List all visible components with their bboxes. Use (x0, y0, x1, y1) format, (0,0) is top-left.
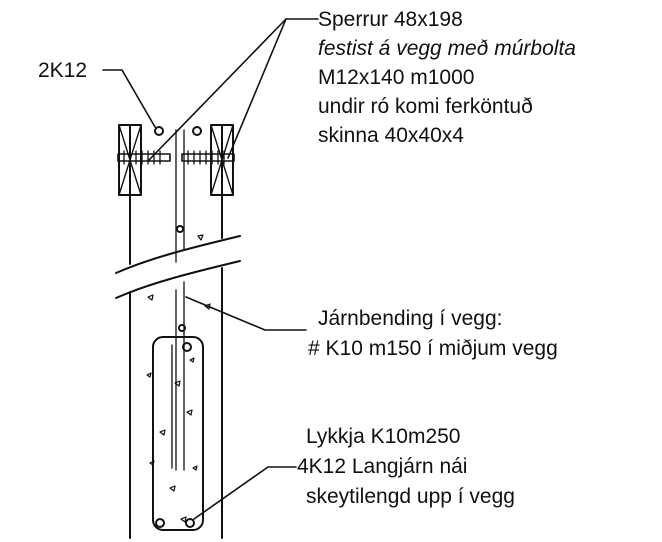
break-line-upper (115, 235, 241, 274)
label-rafter-line5: skinna 40x40x4 (318, 124, 464, 147)
concrete-aggregate (146, 234, 211, 523)
leader-2k12 (102, 69, 156, 128)
loop-bar-bottom-left (155, 518, 165, 528)
label-rafter-line3: M12x140 m1000 (318, 66, 475, 89)
leader-rafter (148, 18, 319, 161)
rebar-mid-2 (178, 324, 186, 332)
label-loop-line1: Lykkja K10m250 (306, 425, 461, 448)
loop-bar-top-right (182, 342, 192, 352)
rafter-right (210, 124, 234, 196)
wall-outline-lower (129, 267, 223, 539)
label-2k12: 2K12 (38, 59, 88, 82)
label-wall-rebar-line2: # K10 m150 í miðjum vegg (308, 337, 558, 360)
label-loop-line2: 4K12 Langjárn nái (297, 455, 468, 478)
loop-bar-bottom-right (185, 518, 195, 528)
leader-loop (193, 466, 297, 520)
label-rafter-line4: undir ró komi ferköntuð (318, 95, 533, 118)
leader-wall-rebar (185, 296, 307, 331)
wall-rebar-vertical (175, 129, 185, 471)
label-rafter-line1: Sperrur 48x198 (318, 8, 463, 31)
bolt-left (117, 150, 171, 165)
label-wall-rebar-line1: Járnbending í vegg: (318, 307, 503, 330)
rebar-top-left (154, 126, 164, 136)
rebar-mid-1 (176, 225, 184, 233)
label-rafter-line2: festist á vegg með múrbolta (318, 37, 576, 60)
rebar-loop (152, 336, 204, 531)
bolt-right (181, 150, 235, 165)
label-loop-line3: skeytilengd upp í vegg (306, 485, 515, 508)
break-line-lower (115, 260, 241, 299)
rebar-top-right (192, 126, 202, 136)
